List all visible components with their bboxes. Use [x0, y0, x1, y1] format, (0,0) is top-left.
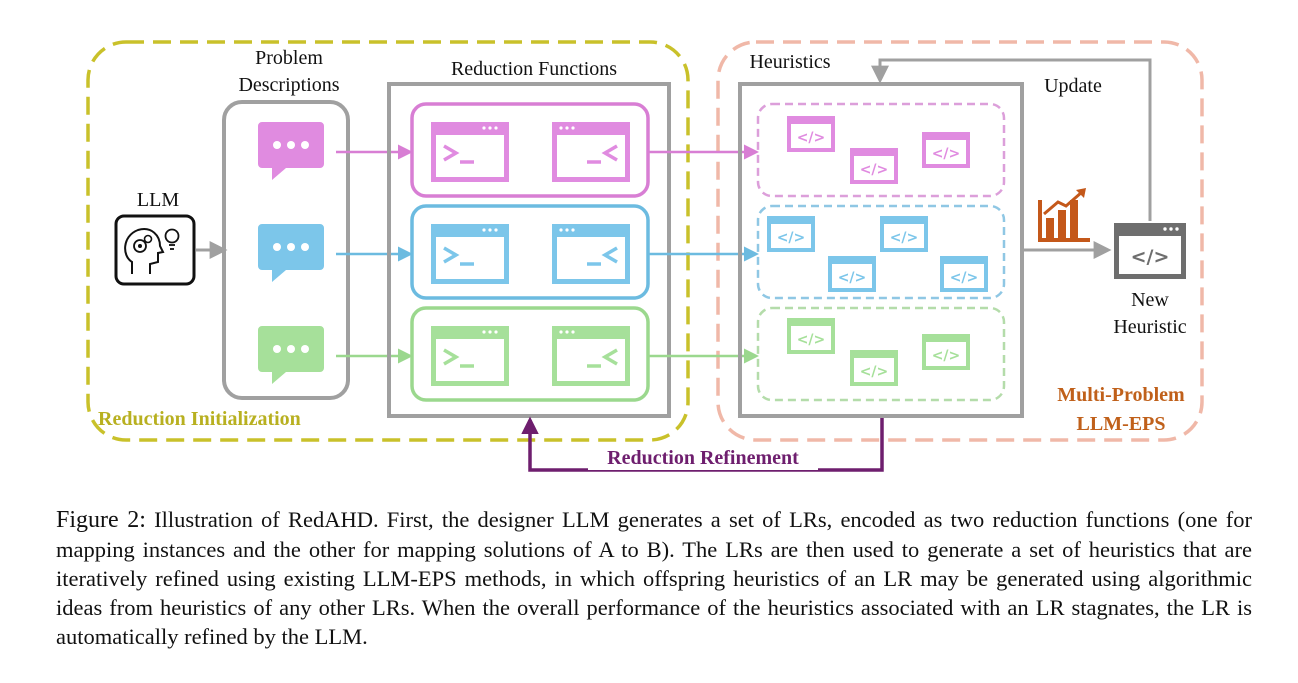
- code-window-icon: </>: [922, 334, 970, 370]
- reduction-functions-label: Reduction Functions: [451, 58, 617, 80]
- chat-bubble-icon: [258, 224, 324, 282]
- code-window-icon: </>: [880, 216, 928, 252]
- problem-descriptions-box: [222, 100, 350, 400]
- figure-caption: Figure 2: Illustration of RedAHD. First,…: [56, 505, 1252, 651]
- update-arrow: [871, 58, 1152, 221]
- code-window-icon: </>: [828, 256, 876, 292]
- heuristic-group-green: [756, 306, 1006, 402]
- heuristics-label: Heuristics: [749, 51, 830, 73]
- terminal-window-reverse-icon: [552, 224, 630, 284]
- terminal-window-reverse-icon: [552, 326, 630, 386]
- svg-text:</>: </>: [777, 230, 806, 246]
- head-gears-lightbulb-icon: [114, 214, 196, 286]
- svg-text:</>: </>: [950, 270, 979, 286]
- svg-text:</>: </>: [860, 364, 889, 380]
- refinement-label-backdrop: [588, 444, 818, 470]
- code-window-icon: </>: [940, 256, 988, 292]
- reduction-initialization-region: [86, 40, 690, 442]
- new-heuristic-icon: </>: [1114, 223, 1186, 279]
- heuristic-group-blue: [756, 204, 1006, 300]
- problem-descriptions-label-line1: Problem: [255, 47, 323, 69]
- new-heuristic-label-line1: New: [1131, 289, 1169, 311]
- redahd-diagram: LLM Problem Descriptions Reduction Funct…: [86, 40, 1204, 472]
- svg-text:</>: </>: [797, 332, 826, 348]
- code-window-icon: </>: [922, 132, 970, 168]
- code-window-icon: </>: [787, 116, 835, 152]
- figure-label: Figure 2:: [56, 507, 146, 533]
- code-window-icon: </>: [850, 148, 898, 184]
- reduction-row-green: [410, 306, 650, 402]
- reduction-row-pink: [410, 102, 650, 198]
- terminal-window-icon: [431, 122, 509, 182]
- reduction-initialization-label: Reduction Initialization: [98, 408, 301, 430]
- llm-label: LLM: [137, 189, 179, 211]
- code-window-icon: </>: [787, 318, 835, 354]
- reduction-functions-box: [387, 82, 671, 418]
- svg-text:</>: </>: [932, 146, 961, 162]
- reduction-row-blue: [410, 204, 650, 300]
- svg-text:</>: </>: [838, 270, 867, 286]
- svg-text:</>: </>: [797, 130, 826, 146]
- terminal-window-reverse-icon: [552, 122, 630, 182]
- code-window-icon: </>: [850, 350, 898, 386]
- terminal-window-icon: [431, 224, 509, 284]
- llm-eps-label: LLM-EPS: [1077, 413, 1166, 435]
- bar-chart-growth-icon: [1038, 188, 1090, 242]
- chat-bubble-icon: [258, 326, 324, 384]
- caption-text: Illustration of RedAHD. First, the desig…: [56, 507, 1253, 649]
- svg-text:</>: </>: [860, 162, 889, 178]
- problem-descriptions-label-line2: Descriptions: [238, 74, 339, 96]
- svg-text:</>: </>: [1131, 246, 1170, 268]
- multi-problem-llm-eps-region: [716, 40, 1204, 442]
- chat-bubble-icon: [258, 122, 324, 180]
- svg-text:</>: </>: [932, 348, 961, 364]
- svg-text:</>: </>: [890, 230, 919, 246]
- reduction-refinement-label: Reduction Refinement: [607, 447, 799, 469]
- terminal-window-icon: [431, 326, 509, 386]
- multi-problem-label: Multi-Problem: [1057, 384, 1185, 406]
- code-window-icon: </>: [767, 216, 815, 252]
- heuristic-group-pink: [756, 102, 1006, 198]
- new-heuristic-label-line2: Heuristic: [1113, 316, 1186, 338]
- update-label: Update: [1044, 75, 1102, 97]
